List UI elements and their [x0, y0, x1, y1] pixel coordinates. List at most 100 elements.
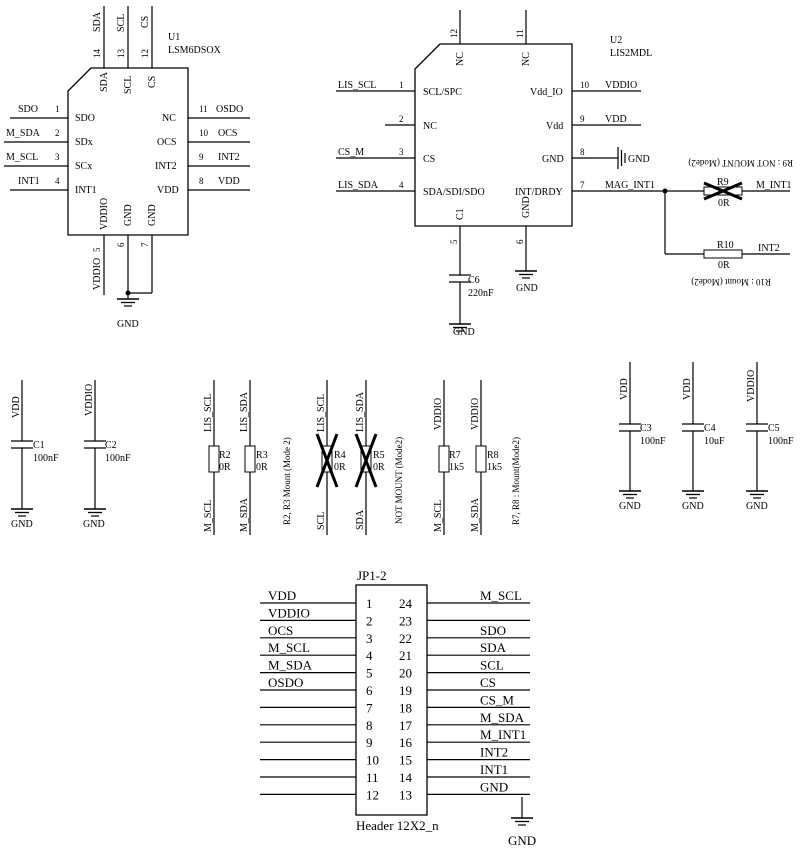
u1-pin-6: GND 6 — [116, 204, 134, 293]
u1-pin-4: INT1 4 INT1 — [10, 176, 97, 196]
u2-pin-name: C1 — [455, 208, 466, 220]
ground-symbol — [116, 292, 140, 307]
u1-pin-num: 8 — [199, 176, 204, 186]
r5-value: 0R — [373, 462, 385, 473]
header-pin-12: 12 — [260, 787, 379, 802]
r9-note: R9 : NOT MOUNT (Mode2) — [688, 158, 793, 168]
header-pin-17: 17M_SDA — [399, 710, 530, 733]
c3-ref: C3 — [640, 423, 652, 434]
r7-value: 1k5 — [449, 462, 464, 473]
r4-r5-note: NOT MOUNT (Mode2) — [394, 437, 404, 524]
r3-bottom-net: M_SDA — [239, 497, 250, 532]
u2-pin-name: CS — [423, 154, 435, 165]
u1-net-int2: INT2 — [218, 152, 240, 163]
u1-gnd-label: GND — [117, 319, 139, 330]
c5-value: 100nF — [768, 436, 794, 447]
u1-pin-name: VDD — [157, 185, 179, 196]
ground-symbol — [745, 484, 769, 499]
c2-value: 100nF — [105, 453, 131, 464]
u1-net-vddio: VDDIO — [92, 258, 103, 290]
u2-pin-name: SCL/SPC — [423, 87, 462, 98]
header-pin-number: 9 — [366, 735, 373, 750]
r8-ref: R8 — [487, 450, 499, 461]
u1-pin-num: 1 — [55, 104, 60, 114]
u1-pin-5: VDDIO 5 VDDIO — [92, 198, 110, 295]
header-right-net: INT2 — [480, 745, 508, 760]
header-pin-number: 7 — [366, 700, 373, 715]
c5-ref: C5 — [768, 423, 780, 434]
header-pin-9: 9 — [260, 735, 373, 750]
header-pin-11: 11 — [260, 770, 379, 785]
r7-ref: R7 — [449, 450, 461, 461]
u1-pin-name: GND — [123, 204, 134, 226]
r8-bottom-net: M_SDA — [470, 497, 481, 532]
u2-ref: U2 — [610, 35, 622, 46]
u1-pin-name: OCS — [157, 137, 176, 148]
r9-ref: R9 — [717, 177, 729, 188]
c5-gnd: GND — [746, 501, 768, 512]
u2-pin-num: 1 — [399, 80, 404, 90]
u2-net-cs-m: CS_M — [338, 147, 364, 158]
capacitor-c2: VDDIO C2 100nF GND — [83, 380, 131, 530]
header-jp1-2: JP1-2 Header 12X2_n 1VDD2VDDIO3OCS4M_SCL… — [260, 568, 536, 848]
u1-net-int1: INT1 — [18, 176, 40, 187]
header-right-net: SCL — [480, 658, 504, 673]
u1-pin-name: NC — [162, 113, 176, 124]
u1-ref: U1 — [168, 32, 180, 43]
header-part: Header 12X2_n — [356, 818, 439, 833]
ground-symbol — [617, 147, 626, 169]
u1-pin-1: SDO 1 SDO — [10, 104, 95, 124]
resistor-r2: LIS_SCL R2 0R M_SCL — [203, 380, 231, 535]
header-pin-number: 23 — [399, 613, 412, 628]
r7-top-net: VDDIO — [433, 398, 444, 430]
r5-bottom-net: SDA — [355, 509, 366, 530]
u1-pin-num: 11 — [199, 104, 208, 114]
capacitor-c6: C6 220nF GND — [448, 274, 494, 338]
header-right-pins: 24M_SCL2322SDO21SDA20SCL19CS18CS_M17M_SD… — [399, 588, 530, 802]
u1-pin-num: 10 — [199, 128, 209, 138]
header-pin-number: 12 — [366, 787, 379, 802]
u2-gnd-label: GND — [516, 283, 538, 294]
header-pin-number: 4 — [366, 648, 373, 663]
c3-gnd: GND — [619, 501, 641, 512]
c1-gnd: GND — [11, 519, 33, 530]
c5-net: VDDIO — [746, 370, 757, 402]
u1-pin-11: NC 11 OSDO — [162, 104, 250, 124]
u1-pin-3: M_SCL 3 SCx — [4, 152, 92, 172]
u1-pin-2: M_SDA 2 SDx — [4, 128, 93, 148]
r10-value: 0R — [718, 260, 730, 271]
u1-pin-8: VDD 8 VDD — [157, 176, 250, 196]
u1-lsm6dsox: U1 LSM6DSOX SDO 1 SDO M_SDA 2 SDx M_SCL … — [4, 6, 250, 330]
u2-pin-7: INT/DRDY 7 MAG_INT1 — [515, 180, 704, 198]
header-pin-number: 3 — [366, 631, 373, 646]
r9-value: 0R — [718, 198, 730, 209]
header-body — [355, 584, 428, 816]
u1-net-cs: CS — [140, 16, 151, 28]
u1-pin-name: INT2 — [155, 161, 177, 172]
header-right-net: SDA — [480, 640, 507, 655]
r8-top-net: VDDIO — [470, 398, 481, 430]
u1-net-vdd: VDD — [218, 176, 240, 187]
header-pin-number: 19 — [399, 683, 412, 698]
header-right-net: M_SDA — [480, 710, 525, 725]
header-ref: JP1-2 — [357, 568, 387, 583]
r3-top-net: LIS_SDA — [239, 391, 250, 432]
u2-pin-name: NC — [455, 52, 466, 66]
c4-ref: C4 — [704, 423, 716, 434]
ground-symbol — [681, 484, 705, 499]
u1-pin-13: SCL 13 SCL — [116, 6, 134, 94]
u1-net-m-sda: M_SDA — [6, 128, 41, 139]
c2-net: VDDIO — [84, 384, 95, 416]
r7-bottom-net: M_SCL — [433, 500, 444, 532]
header-pin-number: 2 — [366, 613, 373, 628]
header-right-net: CS_M — [480, 692, 514, 707]
u2-pin-num: 6 — [515, 239, 525, 244]
header-pin-number: 5 — [366, 666, 373, 681]
r5-ref: R5 — [373, 450, 385, 461]
u2-pin-num: 3 — [399, 147, 404, 157]
header-right-net: M_INT1 — [480, 727, 526, 742]
u1-pin-10: OCS 10 OCS — [157, 128, 250, 148]
